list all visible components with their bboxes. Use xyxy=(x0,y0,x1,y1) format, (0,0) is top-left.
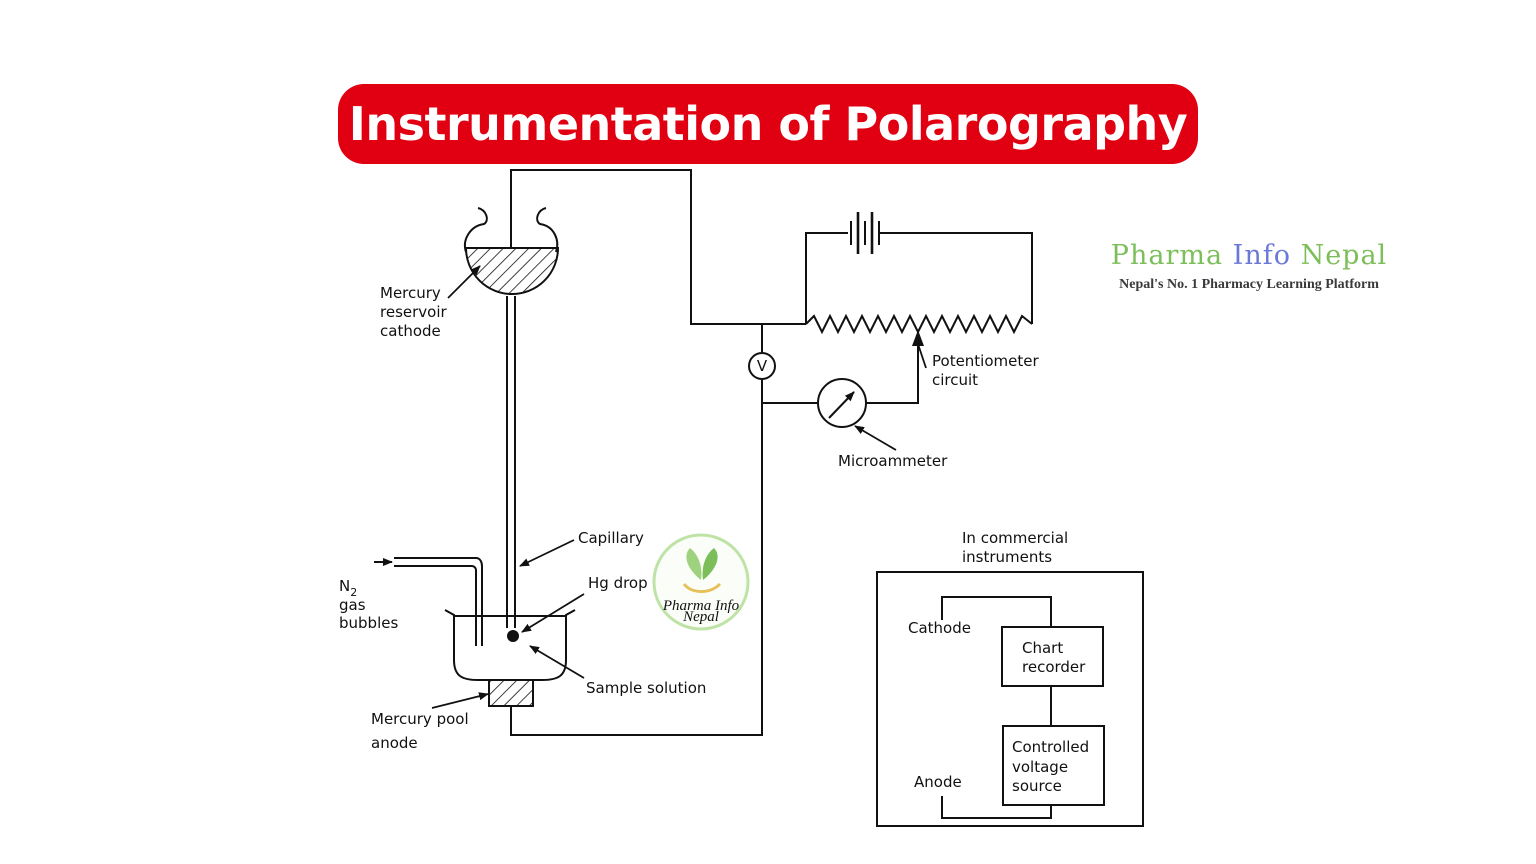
label-capillary: Capillary xyxy=(578,529,644,547)
callout-hg-drop xyxy=(521,593,585,633)
inset-cathode: Cathode xyxy=(908,619,971,637)
brand-name-part2: Info xyxy=(1232,240,1291,271)
inset-commercial: In commercial instruments Cathode Anode … xyxy=(876,529,1144,827)
watermark-logo: Pharma Info Nepal xyxy=(652,533,750,631)
voltage-source-line1: Controlled xyxy=(1012,738,1089,756)
chart-recorder-line1: Chart xyxy=(1022,639,1063,657)
chart-recorder-line2: recorder xyxy=(1022,658,1086,676)
label-mercury-line3: cathode xyxy=(380,322,441,340)
label-hg-drop: Hg drop xyxy=(588,574,648,592)
label-mercury-line1: Mercury xyxy=(380,284,441,302)
wire-potentiometer-loop xyxy=(805,232,1033,324)
callout-sample-solution xyxy=(529,645,585,679)
label-n2: N2 xyxy=(339,577,357,599)
brand-tagline: Nepal's No. 1 Pharmacy Learning Platform xyxy=(1119,277,1379,292)
resistor-zigzag xyxy=(805,313,1033,335)
inset-anode: Anode xyxy=(914,773,962,791)
capillary-tube xyxy=(506,296,516,628)
label-potentiometer-line1: Potentiometer xyxy=(932,352,1039,370)
mercury-pool-anode xyxy=(488,679,534,707)
label-n2-sub: 2 xyxy=(350,586,357,599)
callout-mercury-pool xyxy=(431,692,489,709)
watermark-line1: Pharma Info xyxy=(662,598,740,614)
inset-wire-anode xyxy=(941,796,1052,819)
hg-drop-icon xyxy=(507,630,519,642)
wire-microammeter xyxy=(762,338,919,404)
label-gas: gas xyxy=(339,596,366,614)
chart-recorder-box xyxy=(1001,626,1104,687)
label-mercury-pool-line2: anode xyxy=(371,734,418,752)
label-mercury-pool-line1: Mercury pool xyxy=(371,710,469,728)
label-bubbles: bubbles xyxy=(339,614,398,632)
sample-cell xyxy=(444,609,576,681)
hands-icon xyxy=(682,582,722,593)
brand-name: Pharma Info Nepal xyxy=(1084,240,1414,271)
inset-heading-line2: instruments xyxy=(962,548,1052,566)
slider-arrow-icon xyxy=(912,330,924,346)
callout-capillary xyxy=(519,539,575,567)
brand-logo: Pharma Info Nepal Nepal's No. 1 Pharmacy… xyxy=(1084,240,1414,293)
leaf-icon xyxy=(686,548,702,580)
brand-name-part1: Pharma xyxy=(1110,240,1224,271)
label-sample-solution: Sample solution xyxy=(586,679,706,697)
inset-heading-line1: In commercial xyxy=(962,529,1068,547)
label-mercury-line2: reservoir xyxy=(380,303,447,321)
label-microammeter: Microammeter xyxy=(838,452,948,470)
inset-wire-cathode xyxy=(941,596,1052,627)
inset-frame xyxy=(876,571,1144,827)
label-potentiometer-line2: circuit xyxy=(932,371,978,389)
n2-inlet-tube xyxy=(374,557,483,646)
leaf-icon-2 xyxy=(702,548,718,580)
wire-voltmeter xyxy=(510,324,763,736)
watermark-line2: Nepal xyxy=(682,609,719,625)
label-n2-main: N xyxy=(339,577,350,595)
voltmeter-icon: V xyxy=(748,352,776,380)
title-banner: Instrumentation of Polarography xyxy=(338,84,1198,164)
page-title: Instrumentation of Polarography xyxy=(348,97,1188,151)
wire-top xyxy=(510,169,806,325)
voltmeter-label: V xyxy=(757,357,768,375)
mercury-reservoir xyxy=(464,207,560,295)
voltage-source-line2: voltage xyxy=(1012,758,1068,776)
microammeter-icon xyxy=(817,378,867,428)
voltage-source-box xyxy=(1002,725,1105,806)
voltage-source-line3: source xyxy=(1012,777,1062,795)
callout-reservoir xyxy=(447,265,481,299)
brand-name-part3: Nepal xyxy=(1300,240,1388,271)
callout-potentiometer xyxy=(917,343,927,369)
battery-icon xyxy=(850,212,880,254)
callout-microammeter xyxy=(854,425,897,451)
